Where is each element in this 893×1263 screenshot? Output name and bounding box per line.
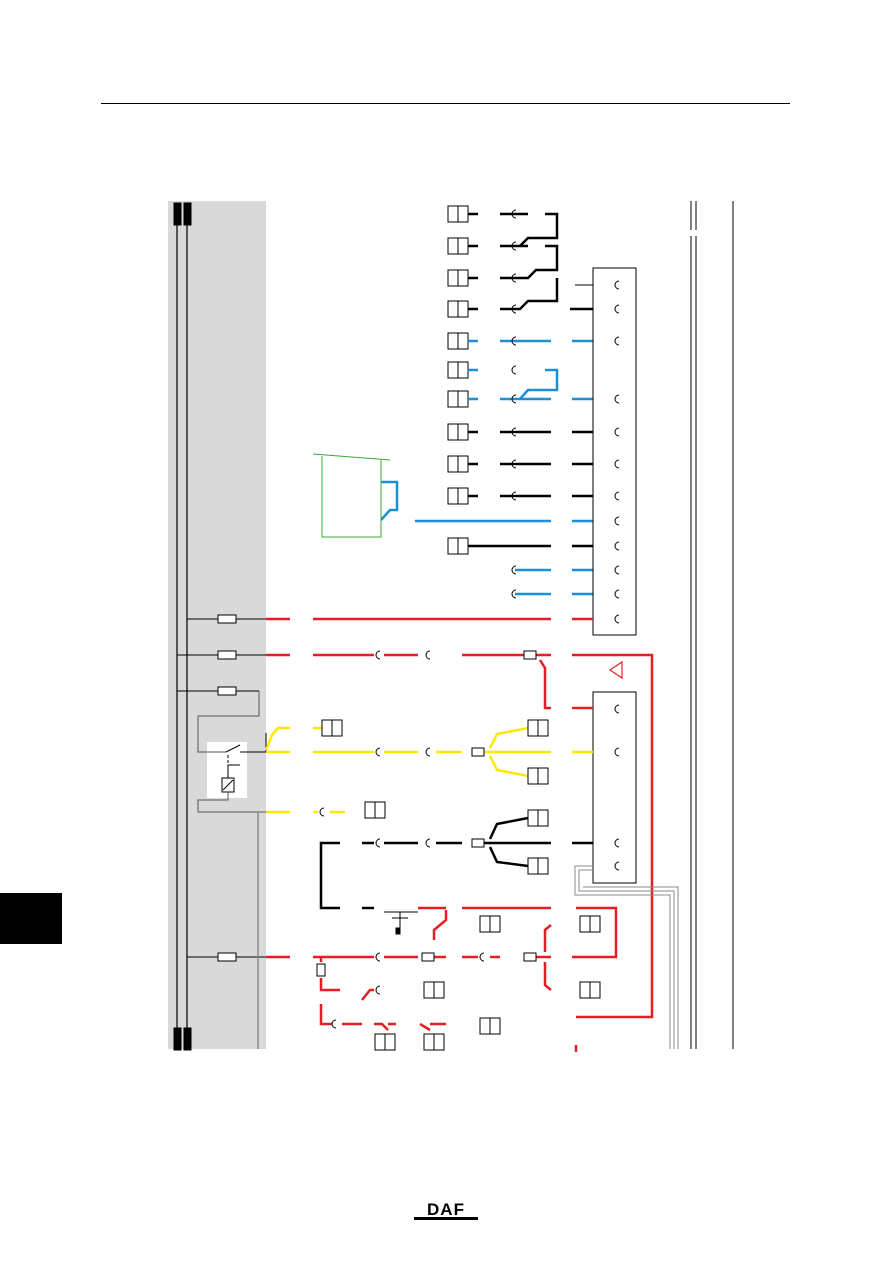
control-unit-upper-pins xyxy=(614,280,620,624)
connector-icon xyxy=(447,205,469,555)
warning-triangle-icon xyxy=(608,660,623,680)
fuse-icon xyxy=(177,614,266,962)
gray-loop-wires xyxy=(574,865,679,1049)
green-module xyxy=(312,453,391,538)
daf-logo-text: DAF xyxy=(427,1200,465,1219)
daf-logo: DAF xyxy=(414,1200,478,1220)
control-unit-upper xyxy=(592,267,637,636)
control-unit-lower-pins xyxy=(614,704,620,871)
blue-wires xyxy=(380,339,593,596)
ground-icon xyxy=(384,911,418,935)
splice-icon xyxy=(316,650,537,977)
red-wires xyxy=(266,617,654,1052)
header-rule xyxy=(101,103,790,104)
control-unit-lower xyxy=(592,691,637,884)
bus-bars xyxy=(173,202,192,1051)
connector-icon-lower xyxy=(321,719,601,1051)
right-rails xyxy=(690,201,734,1049)
black-wires-lower xyxy=(319,816,593,910)
black-wires-top xyxy=(468,212,593,548)
power-distribution-panel xyxy=(168,201,266,1049)
inline-pins xyxy=(319,650,485,1029)
section-tab xyxy=(0,893,62,944)
yellow-wires xyxy=(264,726,593,814)
connector-pins xyxy=(511,209,517,599)
